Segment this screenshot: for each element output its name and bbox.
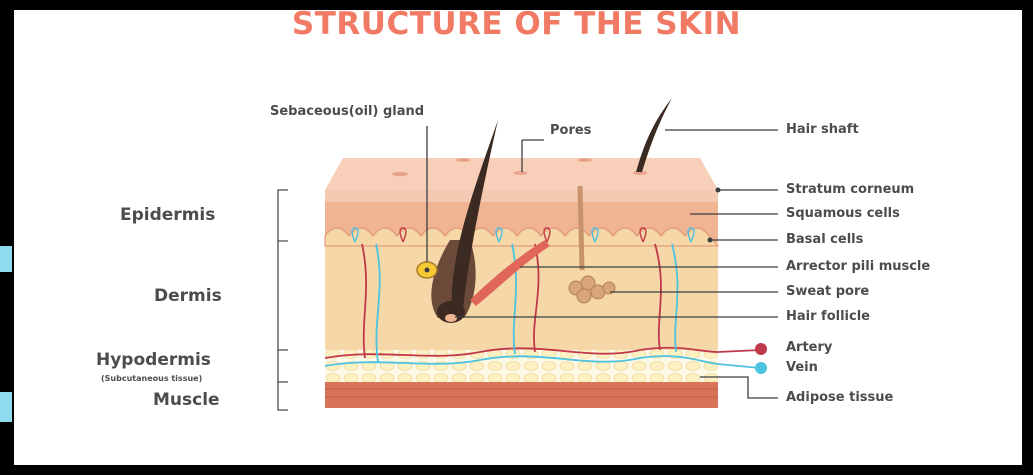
label-hypodermis: Hypodermis: [96, 350, 211, 370]
pore-mark: [513, 171, 527, 175]
label-subcutaneous: (Subcutaneous tissue): [101, 374, 202, 383]
label-muscle: Muscle: [153, 390, 220, 410]
label-sweat-pore: Sweat pore: [786, 284, 869, 299]
sweat-duct: [580, 186, 582, 270]
label-pores: Pores: [550, 123, 591, 138]
label-artery: Artery: [786, 340, 832, 355]
label-squamous-cells: Squamous cells: [786, 206, 900, 221]
label-sebaceous-gland: Sebaceous(oil) gland: [270, 104, 424, 119]
label-arrector-pili: Arrector pili muscle: [786, 259, 930, 274]
vein-dot: [755, 362, 767, 374]
stratum-corneum-layer: [325, 190, 718, 202]
label-dermis: Dermis: [154, 286, 222, 306]
pore-mark: [392, 172, 408, 176]
label-stratum-corneum: Stratum corneum: [786, 182, 914, 197]
label-epidermis: Epidermis: [120, 205, 215, 225]
pore-mark: [578, 158, 592, 162]
label-vein: Vein: [786, 360, 818, 375]
artery-dot: [755, 343, 767, 355]
label-hair-follicle: Hair follicle: [786, 309, 870, 324]
pore-mark: [456, 158, 470, 162]
label-basal-cells: Basal cells: [786, 232, 863, 247]
label-adipose-tissue: Adipose tissue: [786, 390, 893, 405]
muscle-layer: [325, 382, 718, 408]
label-hair-shaft: Hair shaft: [786, 122, 859, 137]
